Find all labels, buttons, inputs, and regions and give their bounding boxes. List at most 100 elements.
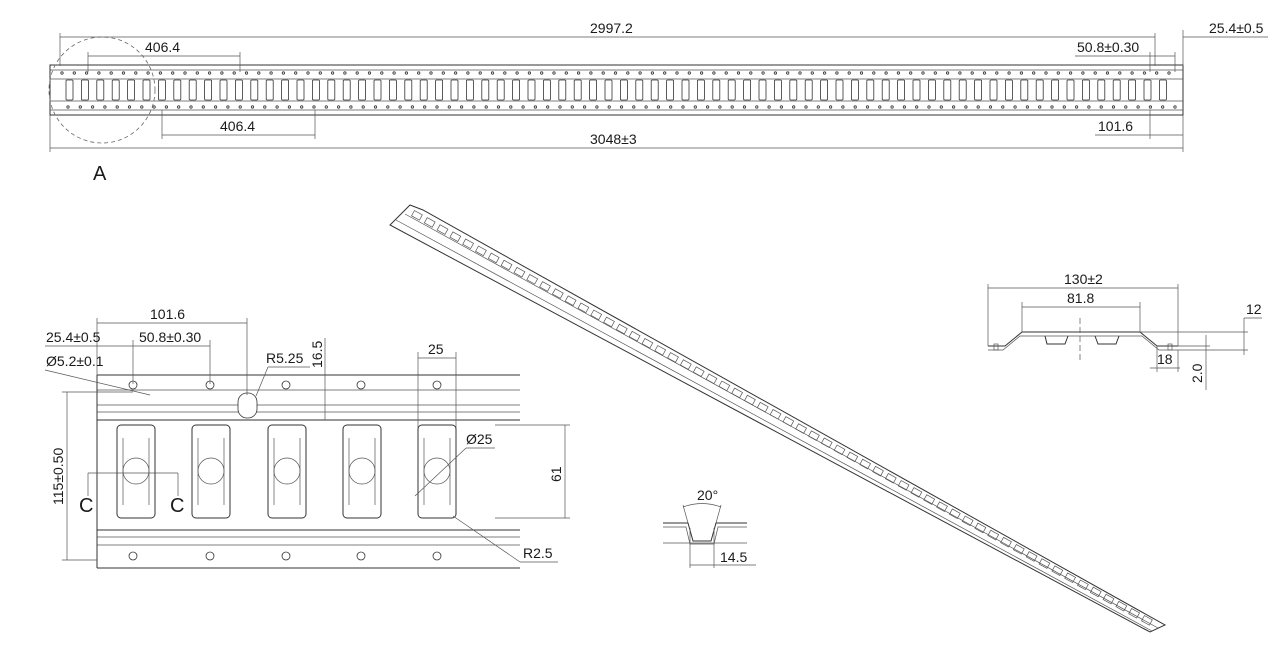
iso-slot — [1000, 536, 1012, 548]
top-hole — [1056, 71, 1060, 75]
iso-slot — [744, 394, 756, 406]
bottom-hole — [1025, 105, 1030, 109]
bottom-hole — [214, 105, 218, 109]
iso-slot — [449, 231, 462, 242]
top-slot — [481, 79, 490, 101]
bottom-hole — [804, 105, 808, 109]
bottom-hole — [632, 105, 636, 109]
top-hole — [958, 71, 962, 75]
top-hole — [294, 71, 298, 75]
bottom-hole — [681, 105, 685, 109]
top-hole — [183, 71, 187, 75]
top-slot — [1051, 79, 1059, 101]
top-hole — [171, 71, 175, 75]
top-hole — [613, 71, 618, 75]
bottom-hole — [226, 105, 230, 109]
top-slot — [81, 79, 89, 101]
detail-slot — [342, 424, 382, 519]
top-hole — [650, 71, 655, 75]
top-hole — [97, 71, 101, 75]
top-hole — [121, 71, 126, 75]
bottom-hole — [939, 105, 943, 109]
iso-slot — [692, 366, 705, 377]
dim-hole-dia: Ø5.2±0.1 — [46, 353, 104, 369]
iso-slot — [423, 217, 436, 228]
top-hole — [343, 71, 347, 75]
top-hole — [1167, 71, 1171, 75]
top-hole — [158, 71, 162, 75]
top-hole — [638, 71, 642, 75]
top-slot — [743, 79, 751, 101]
top-hole — [786, 71, 790, 75]
top-hole — [1081, 71, 1085, 75]
top-hole — [995, 71, 999, 75]
slot-outline — [116, 424, 156, 519]
dim-radius-top: R5.25 — [266, 350, 304, 366]
top-hole — [330, 71, 335, 75]
bottom-hole — [201, 105, 205, 109]
bottom-hole — [828, 105, 833, 109]
bottom-hole — [779, 105, 784, 109]
bottom-hole — [1013, 105, 1017, 109]
top-slot — [820, 79, 828, 101]
top-hole — [699, 71, 704, 75]
iso-slot — [1115, 600, 1128, 612]
detail-slot — [191, 424, 231, 519]
top-hole — [1118, 71, 1122, 75]
top-hole — [146, 71, 150, 75]
bottom-hole — [607, 105, 611, 109]
bottom-hole — [1173, 105, 1177, 109]
iso-slot — [667, 352, 679, 363]
detail-hole-top — [281, 380, 291, 390]
top-slot — [989, 79, 998, 101]
top-slot — [1005, 79, 1013, 101]
detail-label: A — [93, 163, 107, 185]
bottom-hole — [140, 105, 144, 109]
top-hole — [933, 71, 937, 75]
top-hole — [1105, 71, 1110, 75]
bottom-hole — [718, 105, 722, 109]
top-hole — [675, 71, 679, 75]
dim-edge-to-rail: 16.5 — [309, 341, 325, 368]
top-hole — [970, 71, 974, 75]
top-hole — [540, 71, 544, 75]
bottom-hole — [619, 105, 624, 109]
top-slot — [1020, 79, 1029, 101]
top-hole — [306, 71, 310, 75]
top-slot — [173, 79, 182, 101]
detail-hole-bottom — [128, 551, 138, 561]
iso-slot — [577, 302, 590, 314]
top-slot — [327, 79, 336, 101]
iso-slot — [564, 295, 577, 306]
iso-slot — [987, 529, 1000, 541]
top-hole — [835, 71, 839, 75]
bottom-hole — [1001, 105, 1005, 109]
bottom-hole — [300, 105, 304, 109]
top-slot — [419, 79, 428, 101]
top-hole — [208, 71, 212, 75]
bottom-hole — [570, 105, 574, 109]
bottom-hole — [509, 105, 513, 109]
top-hole — [85, 71, 89, 75]
top-hole — [1130, 71, 1134, 75]
top-slot — [265, 79, 274, 101]
top-hole — [798, 71, 802, 75]
dim-section-height: 12 — [1246, 301, 1262, 317]
slot-round — [423, 457, 451, 485]
iso-slot — [859, 458, 871, 470]
top-slot — [1143, 79, 1152, 101]
top-slot — [404, 79, 413, 101]
top-hole — [982, 71, 987, 75]
iso-slot — [756, 401, 769, 413]
iso-slot — [628, 330, 641, 342]
bottom-hole — [115, 105, 119, 109]
top-hole — [724, 71, 728, 75]
iso-slot — [500, 259, 513, 271]
top-hole — [810, 71, 814, 75]
rail-outline — [49, 64, 1184, 116]
top-hole — [441, 71, 445, 75]
iso-slot — [436, 224, 449, 235]
top-hole — [1155, 71, 1159, 75]
bottom-hole — [792, 105, 796, 109]
bottom-hole — [533, 105, 538, 109]
